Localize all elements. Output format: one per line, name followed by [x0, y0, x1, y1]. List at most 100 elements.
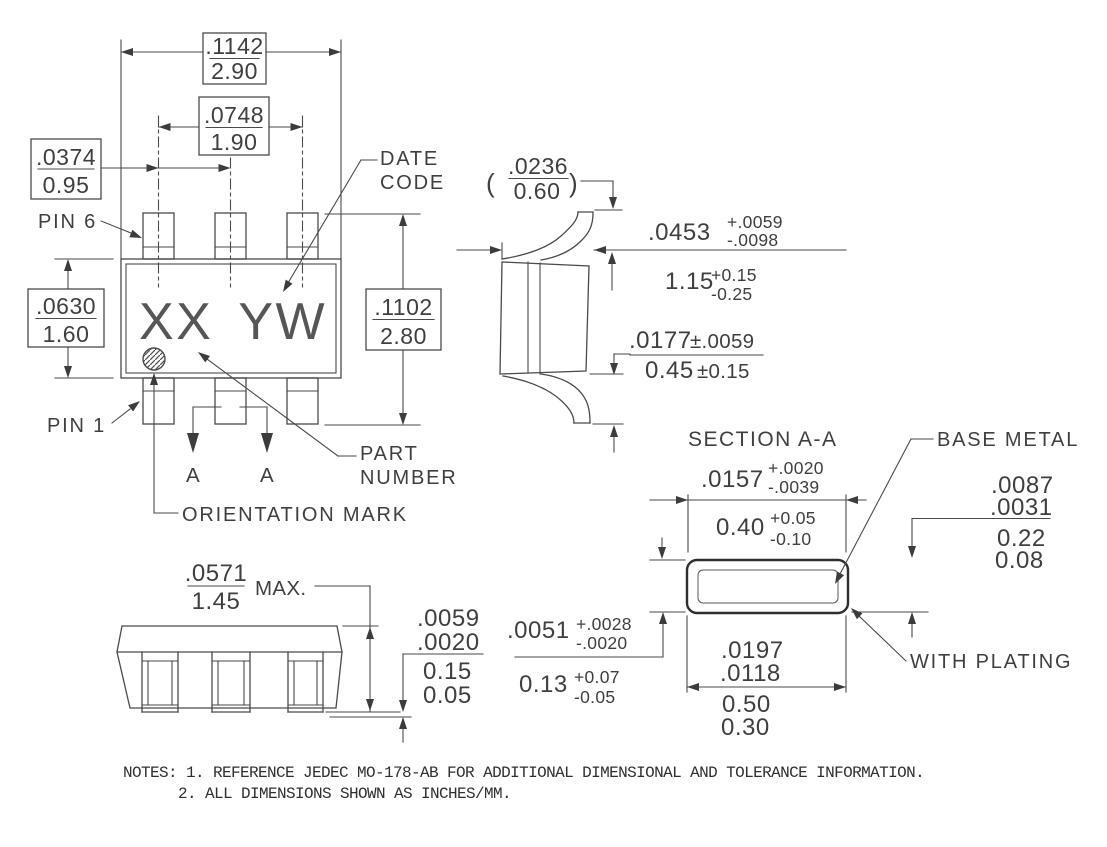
- note-line-1: NOTES: 1. REFERENCE JEDEC MO-178-AB FOR …: [123, 764, 924, 782]
- dim-lead-length-in-plus: +.0059: [727, 212, 783, 232]
- section-cut-arrows: A A: [186, 406, 274, 487]
- dim-plating-in-min: .0031: [990, 494, 1053, 521]
- section-title: SECTION A-A: [688, 428, 838, 451]
- dim-lead-span-in: .0748: [204, 102, 264, 128]
- dim-section-width-in-plus: +.0020: [768, 458, 824, 478]
- part-number-callout: PART NUMBER: [198, 352, 457, 489]
- with-plating-label: WITH PLATING: [910, 651, 1072, 673]
- dim-body-height: .0630 1.60: [27, 258, 114, 379]
- dim-pitch: .0374 0.95: [30, 138, 231, 200]
- dim-lead-top-in: .0236: [508, 153, 568, 179]
- dim-lead-length-mm-plus: +0.15: [711, 265, 757, 285]
- dim-lead-length-mm: 1.15: [665, 268, 714, 295]
- pin1-callout: PIN 1: [47, 401, 140, 437]
- dim-lead-length-in-minus: -.0098: [727, 230, 778, 250]
- pin6-label: PIN 6: [38, 211, 97, 233]
- dim-lead-top-ref: ( .0236 0.60 ): [486, 153, 623, 291]
- section-base-metal-core: [697, 569, 839, 604]
- dim-width-range-mm-max: 0.50: [722, 691, 771, 718]
- dim-height-in: .0571: [185, 560, 248, 587]
- dim-thickness-in: .0051: [507, 617, 570, 644]
- dim-overall-width: .1142 2.90: [120, 32, 342, 259]
- section-arrow-label-left: A: [186, 464, 200, 487]
- side-view-top-lead: [501, 211, 594, 261]
- dim-thickness-mm-minus: -0.05: [574, 687, 615, 707]
- dim-standoff-in-min: .0020: [417, 629, 480, 656]
- dim-plating-mm-max: 0.22: [997, 525, 1046, 552]
- dim-width-range-in-max: .0197: [721, 637, 784, 664]
- dim-section-plating: .0087 .0031 0.22 0.08: [851, 472, 1054, 638]
- dim-pitch-mm: 0.95: [43, 172, 90, 198]
- dim-section-width-mm-plus: +0.05: [770, 508, 816, 528]
- dim-body-height-in: .0630: [36, 293, 96, 319]
- dim-pitch-in: .0374: [36, 144, 96, 170]
- dim-foot-height: .0177 ±.0059 0.45 ±0.15: [589, 327, 764, 453]
- side-view-bottom-lead: [502, 373, 591, 424]
- dim-width-range-in-min: .0118: [720, 660, 781, 687]
- orientation-mark-callout: ORIENTATION MARK: [150, 373, 408, 526]
- front-view-legs: [141, 651, 324, 713]
- orientation-mark-label: ORIENTATION MARK: [182, 504, 408, 526]
- dim-section-width-mm-minus: -0.10: [770, 529, 811, 549]
- dim-height-qualifier: MAX.: [255, 577, 306, 600]
- part-number-label-line1: PART: [360, 443, 419, 465]
- notes-block: NOTES: 1. REFERENCE JEDEC MO-178-AB FOR …: [123, 764, 925, 803]
- dim-standoff-mm-max: 0.15: [423, 658, 472, 685]
- dim-overall-height-in: .1102: [374, 294, 432, 320]
- base-metal-callout: BASE METAL: [835, 429, 1079, 584]
- pin1-label: PIN 1: [47, 415, 106, 437]
- dim-section-width-mm: 0.40: [716, 514, 765, 541]
- note-line-2: 2. ALL DIMENSIONS SHOWN AS INCHES/MM.: [178, 785, 511, 803]
- dim-thickness-in-minus: -.0020: [576, 633, 627, 653]
- dim-standoff: .0059 .0020 0.15 0.05: [325, 605, 484, 743]
- dim-lead-top-open-paren: (: [486, 168, 495, 198]
- part-number-label-line2: NUMBER: [360, 467, 457, 489]
- front-view-body: [116, 625, 343, 709]
- dim-foot-mm-tol: ±0.15: [697, 360, 750, 383]
- dim-body-height-mm: 1.60: [43, 321, 90, 347]
- date-code-label-line2: CODE: [380, 172, 445, 194]
- dim-lead-span-mm: 1.90: [211, 129, 258, 155]
- dim-section-thickness: .0051 +.0028 -.0020 0.13 +0.07 -0.05: [507, 537, 686, 707]
- front-view: .0571 1.45 MAX. .0059 .0020 0.15 0.05: [116, 560, 484, 743]
- date-code-callout: DATE CODE: [283, 148, 445, 292]
- orientation-mark-dot: [142, 347, 166, 371]
- dim-section-width-in-minus: -.0039: [768, 477, 819, 497]
- dim-thickness-mm-plus: +0.07: [574, 667, 620, 687]
- dim-package-height: .0571 1.45 MAX.: [185, 560, 379, 713]
- dim-lead-top-close-paren: ): [569, 168, 578, 198]
- dim-section-width-in: .0157: [701, 466, 764, 493]
- dim-lead-top-mm: 0.60: [514, 178, 561, 204]
- dim-section-lead-width: .0157 +.0020 -.0039 0.40 +0.05 -0.10: [649, 458, 867, 553]
- dim-foot-in-tol: ±.0059: [690, 330, 754, 353]
- top-view-pins-bottom: [142, 377, 319, 425]
- dim-width-range-mm-min: 0.30: [721, 714, 770, 741]
- dim-lead-length-mm-minus: -0.25: [711, 284, 752, 304]
- section-arrow-label-right: A: [260, 464, 274, 487]
- pin6-callout: PIN 6: [38, 211, 142, 238]
- dim-section-width-range: .0197 .0118 0.50 0.30: [686, 615, 847, 741]
- dim-foot-in: .0177: [629, 327, 692, 354]
- section-view: SECTION A-A .0157 +.0020 -.0039 0.40 +0.…: [507, 428, 1079, 741]
- dim-thickness-mm: 0.13: [519, 671, 568, 698]
- top-view: XX YW .1142 2.90 .0748 1.90: [27, 32, 457, 526]
- dim-lead-length: .0453 +.0059 -.0098 1.15 +0.15 -0.25: [456, 212, 847, 304]
- dim-overall-height-mm: 2.80: [380, 323, 427, 349]
- device-marking-text: XX YW: [139, 293, 327, 351]
- dim-plating-in-max: .0087: [991, 472, 1054, 499]
- dim-standoff-mm-min: 0.05: [423, 682, 472, 709]
- dim-thickness-in-plus: +.0028: [576, 614, 632, 634]
- dim-plating-mm-min: 0.08: [995, 547, 1044, 574]
- dim-overall-width-in: .1142: [205, 33, 263, 59]
- dim-overall-width-mm: 2.90: [211, 58, 258, 84]
- base-metal-label: BASE METAL: [937, 429, 1079, 451]
- with-plating-callout: WITH PLATING: [851, 608, 1072, 673]
- dim-lead-length-in: .0453: [648, 219, 711, 246]
- side-view-body: [499, 261, 590, 375]
- dim-standoff-in-max: .0059: [417, 605, 480, 632]
- dim-height-mm: 1.45: [192, 588, 241, 615]
- date-code-label-line1: DATE: [380, 148, 439, 170]
- dim-foot-mm: 0.45: [645, 357, 694, 384]
